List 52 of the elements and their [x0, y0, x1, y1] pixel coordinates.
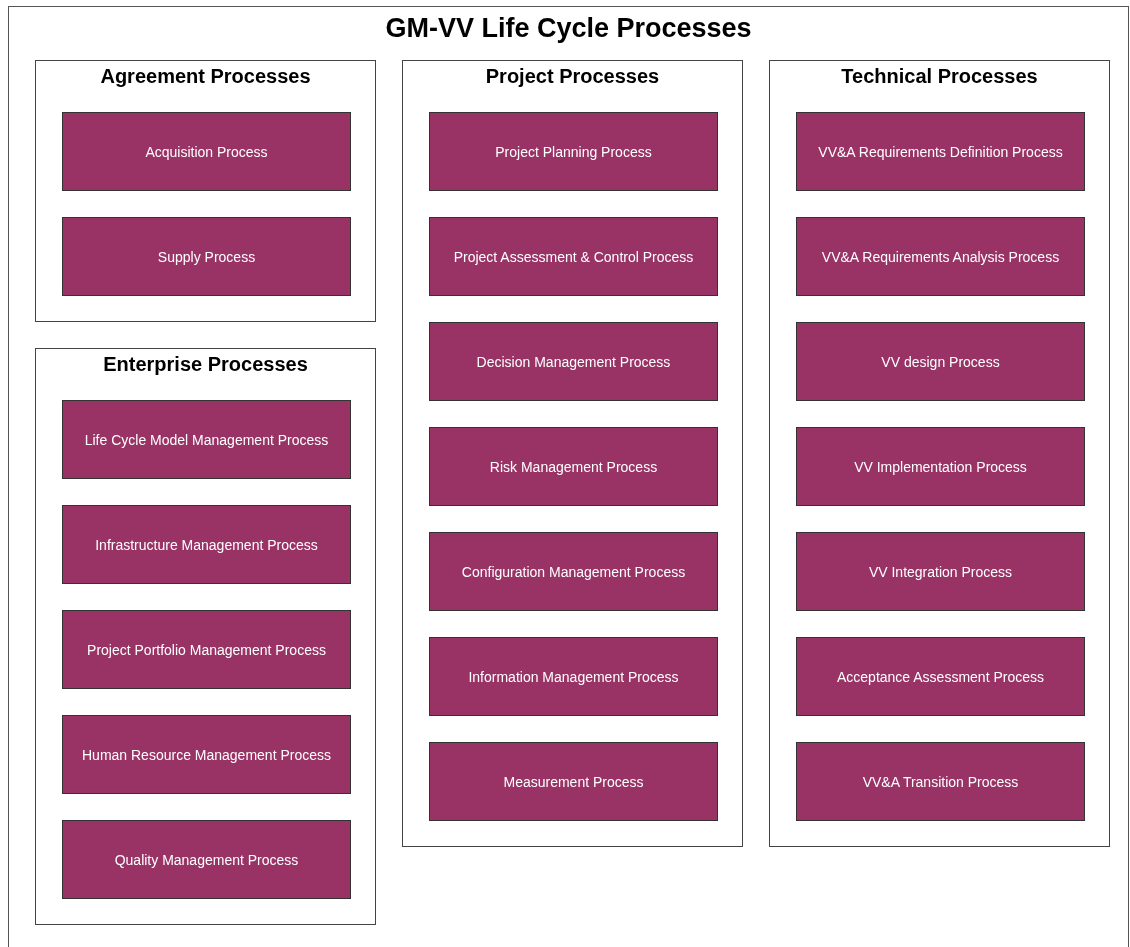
process-box [62, 400, 351, 479]
process-box [429, 427, 718, 506]
process-box [62, 820, 351, 899]
process-box [429, 742, 718, 821]
process-box [62, 217, 351, 296]
process-box [796, 637, 1085, 716]
process-box [62, 715, 351, 794]
process-label: Configuration Management Process [460, 563, 687, 580]
process-box [796, 322, 1085, 401]
process-box [429, 217, 718, 296]
group-heading: Agreement Processes [99, 65, 312, 88]
process-label: Acceptance Assessment Process [836, 668, 1045, 685]
frame-heading: GM-VV Life Cycle Processes [384, 13, 753, 44]
process-box [796, 112, 1085, 191]
process-label: Supply Process [156, 248, 257, 265]
diagram-frame [8, 6, 1129, 947]
group-heading: Technical Processes [840, 65, 1039, 88]
process-label: Project Planning Process [494, 143, 653, 160]
process-label: Information Management Process [467, 668, 680, 685]
process-label: VV design Process [880, 353, 1001, 370]
process-group-panel [35, 60, 376, 322]
process-label: VV Implementation Process [853, 458, 1028, 475]
process-label: VV Integration Process [867, 563, 1014, 580]
process-box [796, 427, 1085, 506]
process-box [62, 112, 351, 191]
process-box [796, 532, 1085, 611]
process-label: VV&A Requirements Analysis Process [820, 248, 1061, 265]
process-label: Infrastructure Management Process [94, 536, 319, 553]
group-heading: Project Processes [484, 65, 661, 88]
group-heading: Enterprise Processes [102, 353, 309, 376]
process-box [429, 322, 718, 401]
process-label: Quality Management Process [113, 851, 300, 868]
process-label: VV&A Transition Process [861, 773, 1020, 790]
process-group-panel [35, 348, 376, 925]
process-box [429, 637, 718, 716]
process-box [429, 112, 718, 191]
process-box [429, 532, 718, 611]
process-label: Life Cycle Model Management Process [83, 431, 330, 448]
process-label: Measurement Process [502, 773, 645, 790]
process-label: Acquisition Process [144, 143, 269, 160]
process-box [796, 742, 1085, 821]
process-label: Decision Management Process [475, 353, 672, 370]
process-label: Risk Management Process [488, 458, 659, 475]
process-box [62, 505, 351, 584]
process-label: Project Assessment & Control Process [452, 248, 695, 265]
process-group-panel [402, 60, 743, 847]
process-label: VV&A Requirements Definition Process [817, 143, 1064, 160]
process-group-panel [769, 60, 1110, 847]
process-label: Human Resource Management Process [81, 746, 332, 763]
process-label: Project Portfolio Management Process [86, 641, 327, 658]
process-box [62, 610, 351, 689]
process-box [796, 217, 1085, 296]
